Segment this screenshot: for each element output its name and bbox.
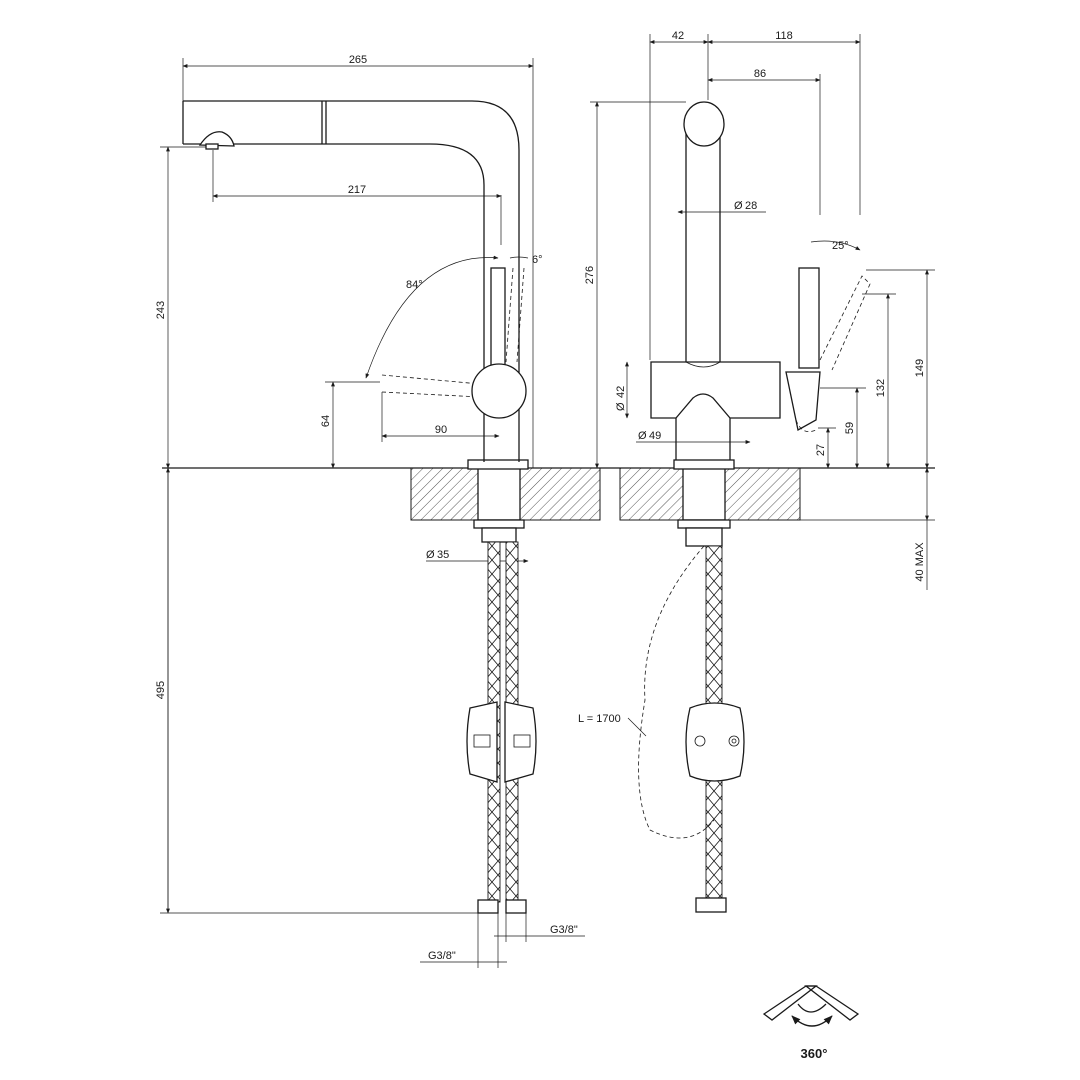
base-flange-left bbox=[467, 459, 529, 470]
spout-body bbox=[183, 100, 520, 462]
shank-left bbox=[477, 467, 521, 521]
label-64: 64 bbox=[320, 415, 332, 427]
lever-open-position-2 bbox=[381, 391, 481, 398]
label-28: 28 bbox=[745, 200, 757, 212]
dim-arc-25deg bbox=[810, 240, 861, 251]
lever-tilt-25deg bbox=[819, 275, 871, 371]
label-28-symbol: Ø bbox=[734, 200, 743, 212]
lever-handle bbox=[490, 267, 506, 369]
mixer-body bbox=[650, 361, 781, 419]
label-84deg: 84° bbox=[406, 279, 423, 291]
label-276: 276 bbox=[584, 266, 596, 284]
aerator bbox=[198, 131, 235, 147]
spout-head bbox=[182, 101, 327, 144]
valve-window-left bbox=[473, 734, 491, 748]
rotation-symbol: 360° bbox=[762, 985, 860, 1061]
valve-left-half bbox=[466, 701, 498, 783]
label-25deg: 25° bbox=[832, 240, 849, 252]
label-42dia: 42 bbox=[615, 386, 627, 398]
lever-open-position bbox=[381, 374, 481, 385]
label-42dia-symbol: Ø bbox=[615, 402, 627, 411]
label-265: 265 bbox=[349, 54, 367, 66]
spout-head-front bbox=[683, 101, 725, 147]
valve-indicator-b bbox=[728, 735, 740, 747]
label-59: 59 bbox=[844, 422, 856, 434]
nut-right bbox=[677, 519, 731, 529]
nut-left bbox=[473, 519, 525, 529]
side-view: 265 217 6° 84° 243 64 90 Ø 35 bbox=[155, 54, 601, 968]
label-217: 217 bbox=[348, 184, 366, 196]
valve-right-half bbox=[504, 701, 537, 783]
label-42top: 42 bbox=[672, 30, 684, 42]
spout-column bbox=[685, 123, 721, 365]
label-g38-left: G3/8" bbox=[428, 950, 456, 962]
dim-arc-6deg bbox=[509, 256, 529, 259]
hose-nut-a bbox=[477, 899, 499, 914]
label-35-symbol: Ø bbox=[426, 549, 435, 561]
base-flange-right bbox=[673, 459, 735, 470]
label-27: 27 bbox=[815, 444, 827, 456]
label-360deg: 360° bbox=[801, 1046, 828, 1061]
nut-left-2 bbox=[481, 527, 517, 543]
label-35: 35 bbox=[437, 549, 449, 561]
valve-indicator-a bbox=[694, 735, 706, 747]
label-g38-right: G3/8" bbox=[550, 924, 578, 936]
aerator-tip bbox=[205, 143, 219, 150]
lever-tilt-position bbox=[505, 267, 514, 363]
label-6deg: 6° bbox=[532, 254, 543, 266]
label-495: 495 bbox=[155, 681, 167, 699]
label-49-symbol: Ø bbox=[638, 430, 647, 442]
label-40max: 40 MAX bbox=[914, 542, 926, 582]
nut-right-2 bbox=[685, 527, 723, 547]
hose-right-nut bbox=[695, 897, 727, 913]
valve-right bbox=[685, 702, 745, 782]
label-132: 132 bbox=[875, 379, 887, 397]
label-243: 243 bbox=[155, 301, 167, 319]
label-90: 90 bbox=[435, 424, 447, 436]
label-L1700: L = 1700 bbox=[578, 713, 621, 725]
valve-window-right bbox=[513, 734, 531, 748]
lever-front bbox=[798, 267, 820, 369]
cartridge-body bbox=[471, 363, 527, 419]
shank-right bbox=[682, 467, 726, 521]
leader-L1700 bbox=[627, 717, 647, 737]
lever-tilt-position-2 bbox=[516, 267, 525, 363]
front-view: 42 118 86 Ø 28 276 25° Ø 42 Ø 49 27 59 1… bbox=[578, 30, 935, 913]
pullout-hose-path bbox=[638, 545, 715, 839]
lever-cap bbox=[785, 371, 821, 431]
label-49: 49 bbox=[649, 430, 661, 442]
hose-nut-b bbox=[505, 899, 527, 914]
label-118: 118 bbox=[775, 30, 793, 42]
label-86: 86 bbox=[754, 68, 766, 80]
dim-arc-84deg bbox=[365, 255, 499, 379]
label-149: 149 bbox=[914, 359, 926, 377]
